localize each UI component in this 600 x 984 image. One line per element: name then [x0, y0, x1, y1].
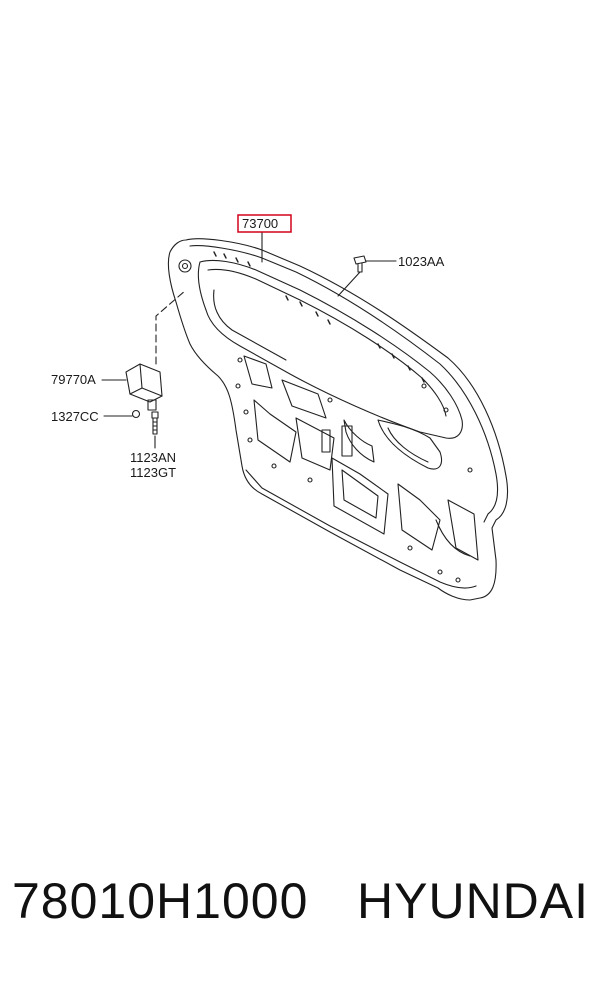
- panel-holes: [235, 357, 473, 583]
- top-stitching: [213, 251, 425, 383]
- bolt: [151, 411, 159, 435]
- hinge-bracket: [125, 363, 163, 403]
- bracket-slot: [321, 429, 331, 453]
- cutout-far-right: [447, 499, 479, 561]
- callout-bolt-a: 1123AN: [130, 450, 176, 465]
- tailgate-inner-edge: [189, 245, 499, 523]
- window-inner: [207, 268, 447, 417]
- cutout-center: [281, 379, 327, 419]
- cutout-left-upper: [243, 355, 273, 389]
- cutout-recess-mid: [295, 417, 335, 471]
- callout-nut: 1327CC: [51, 409, 99, 424]
- footer-brand: HYUNDAI: [357, 873, 590, 929]
- latch-housing: [331, 457, 389, 535]
- callout-clip: 1023AA: [398, 254, 445, 269]
- tailgate-outline: [167, 238, 509, 601]
- window-opening: [197, 259, 463, 439]
- footer-part-number: 78010H1000: [12, 873, 309, 929]
- callout-bolt-b: 1123GT: [130, 465, 176, 480]
- cutout-lower-right: [397, 483, 441, 551]
- clip: [353, 255, 367, 273]
- callout-main-part: 73700: [242, 216, 278, 231]
- hinge-hole: [178, 259, 192, 273]
- alignment-line: [155, 289, 187, 365]
- cutout-recess-left: [253, 399, 297, 463]
- handle-pocket: [343, 419, 375, 463]
- main-part-highlight-box: [237, 214, 292, 233]
- lower-flange: [245, 469, 477, 589]
- lamp-recess-right: [377, 419, 443, 470]
- nut: [131, 409, 141, 419]
- footer: 78010H1000 HYUNDAI: [0, 872, 600, 952]
- callout-bracket: 79770A: [51, 372, 96, 387]
